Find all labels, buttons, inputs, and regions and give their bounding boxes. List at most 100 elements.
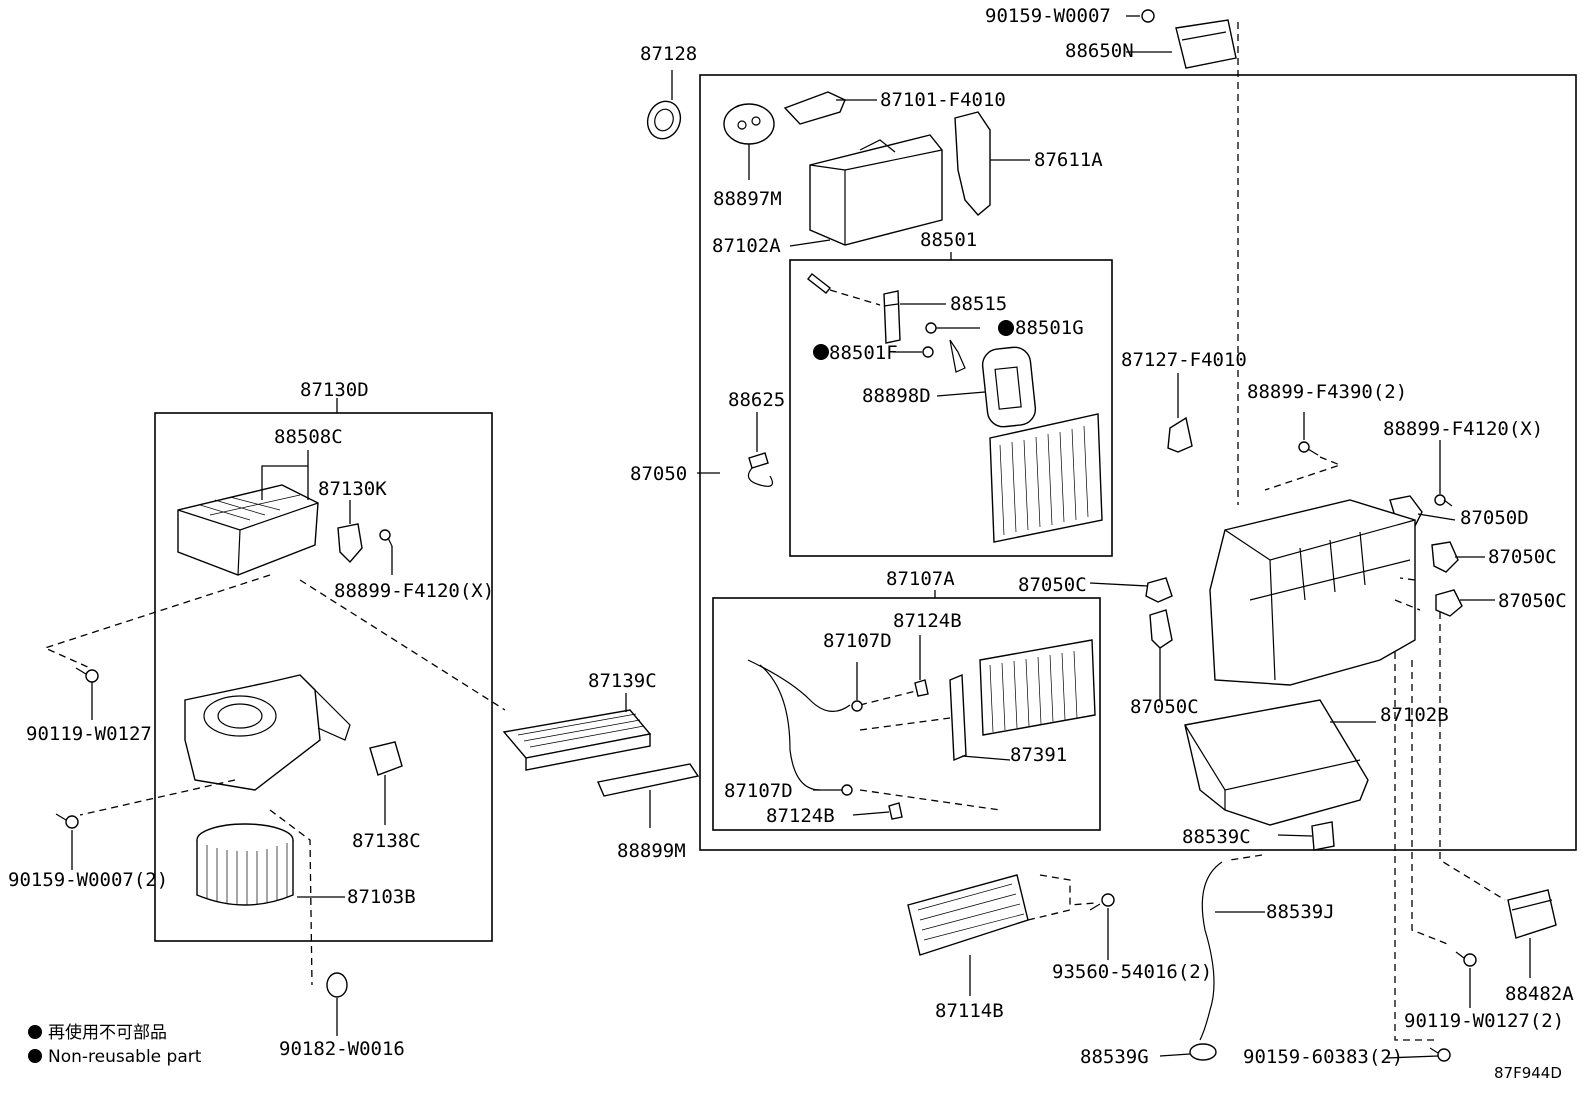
label-87130d: 87130D: [300, 379, 369, 401]
legend-english: Non-reusable part: [48, 1047, 202, 1067]
drain-88539c-part: [1311, 821, 1335, 851]
seal-88898d-part: [981, 346, 1037, 428]
dashed-line-left-2: [299, 579, 506, 711]
label-88539g: 88539G: [1080, 1046, 1149, 1068]
label-87128: 87128: [640, 43, 697, 65]
non-reusable-dot-88501g: [998, 320, 1014, 336]
legend-dot-2: [28, 1049, 42, 1063]
hose-88539j-part: [1199, 861, 1223, 1041]
label-90119-w0127: 90119-W0127: [26, 723, 152, 745]
label-88650n: 88650N: [1065, 40, 1134, 62]
bolt-93560-part: [1089, 893, 1115, 911]
bracket-87611a-part: [954, 111, 991, 216]
label-87139c: 87139C: [588, 670, 657, 692]
actuator-87130k-part: [337, 523, 363, 564]
label-88501f: 88501F: [829, 342, 898, 364]
label-90159-w0007-2: 90159-W0007(2): [8, 869, 168, 891]
dashed-line-filter-2: [1027, 909, 1071, 921]
bracket-87101-part: [783, 91, 846, 125]
label-87124b-bottom: 87124B: [766, 805, 835, 827]
box-87130d-assembly: [154, 412, 493, 942]
label-88539c: 88539C: [1182, 826, 1251, 848]
part-87050c-4: [1149, 609, 1173, 649]
label-87114b: 87114B: [935, 1000, 1004, 1022]
oring-87107d-top-part: [851, 700, 863, 712]
bolt-88899-f4120-left-part: [379, 529, 393, 547]
bolt-90159-w0007-2-part: [55, 813, 79, 829]
legend-japanese: 再使用不可部品: [48, 1022, 167, 1043]
bolt-90159-60383-part: [1429, 1047, 1451, 1062]
label-87107a: 87107A: [886, 568, 955, 590]
label-87102a: 87102A: [712, 235, 781, 257]
filter-87139c-part: [502, 709, 652, 771]
resistor-87138c-part: [369, 741, 403, 776]
box-87107a-subassembly: [712, 597, 1101, 831]
dashed-line-hose: [1229, 854, 1263, 861]
label-87107d-top: 87107D: [823, 630, 892, 652]
bolt-88515-part: [807, 273, 881, 306]
case-87102a-part: [809, 134, 943, 246]
clip-87124b-bottom-part: [888, 802, 903, 820]
legend-dot-1: [28, 1025, 42, 1039]
box-87050-assembly: [699, 74, 1577, 851]
pipe-assembly-part: [747, 659, 1001, 811]
filter-87114b-part: [907, 874, 1029, 956]
label-87611a: 87611A: [1034, 149, 1103, 171]
clip-part: [949, 339, 966, 373]
label-87130k: 87130K: [318, 478, 387, 500]
module-88650n-part: [1126, 9, 1237, 69]
label-87050c-a: 87050C: [1488, 546, 1557, 568]
label-88482a: 88482A: [1505, 983, 1574, 1005]
module-88482a-part: [1507, 889, 1557, 939]
label-90119-w0127-2: 90119-W0127(2): [1404, 1010, 1564, 1032]
label-87391: 87391: [1010, 744, 1067, 766]
label-87050c-c: 87050C: [1498, 590, 1567, 612]
dashed-line-left-3: [79, 779, 236, 816]
label-90159-60383-2: 90159-60383(2): [1243, 1046, 1403, 1068]
label-88515: 88515: [950, 293, 1007, 315]
label-88899m: 88899M: [617, 840, 686, 862]
label-88899-f4120-x-right: 88899-F4120(X): [1383, 418, 1543, 440]
oring-88501f-part: [922, 346, 934, 358]
dashed-line-right-lower: [1439, 600, 1506, 901]
label-93560-54016-2: 93560-54016(2): [1052, 961, 1212, 983]
label-88899-f4390-2: 88899-F4390(2): [1247, 381, 1407, 403]
clip-87124b-top-part: [914, 679, 929, 697]
label-88625: 88625: [728, 389, 785, 411]
heater-case-part: [1209, 499, 1421, 686]
fan-87103b-part: [196, 823, 294, 906]
label-88501: 88501: [920, 229, 977, 251]
label-90182-w0016: 90182-W0016: [279, 1038, 405, 1060]
label-88501g: 88501G: [1015, 317, 1084, 339]
dashed-line-88482a: [1394, 640, 1435, 1041]
dashed-line-left-1: [43, 574, 271, 669]
part-87050c-2: [1435, 589, 1463, 617]
label-87127-f4010: 87127-F4010: [1121, 349, 1247, 371]
sensor-88625-part: [747, 452, 773, 487]
label-88899-f4120-x-left: 88899-F4120(X): [334, 580, 494, 602]
label-87050d: 87050D: [1460, 507, 1529, 529]
dashed-line-90119: [1411, 660, 1451, 946]
dashed-line-filter: [1039, 874, 1096, 906]
bolt-90119-w0127-2-part: [1455, 951, 1477, 967]
label-87107d-bottom: 87107D: [724, 780, 793, 802]
label-90159-w0007: 90159-W0007: [985, 5, 1111, 27]
cover-88899m-part: [597, 763, 700, 797]
cap-88539g-part: [1189, 1043, 1217, 1061]
label-87102b: 87102B: [1380, 704, 1449, 726]
cap-90182-w0016-part: [326, 972, 348, 998]
case-87102b-part: [1184, 699, 1369, 826]
evaporator-part: [989, 413, 1103, 543]
leader-lines: [71, 51, 1531, 1059]
label-88508c: 88508C: [274, 426, 343, 448]
bolt-88899-f4120-right-part: [1434, 494, 1453, 507]
non-reusable-dot-88501f: [813, 344, 829, 360]
label-87050c-b: 87050C: [1018, 574, 1087, 596]
seal-88897m-part: [723, 103, 775, 145]
part-87050c-3: [1145, 577, 1173, 603]
oring-87107d-bottom-part: [841, 784, 853, 796]
label-88897m: 88897M: [713, 188, 782, 210]
bolt-90119-w0127-part: [75, 667, 99, 683]
label-88539j: 88539J: [1266, 901, 1335, 923]
